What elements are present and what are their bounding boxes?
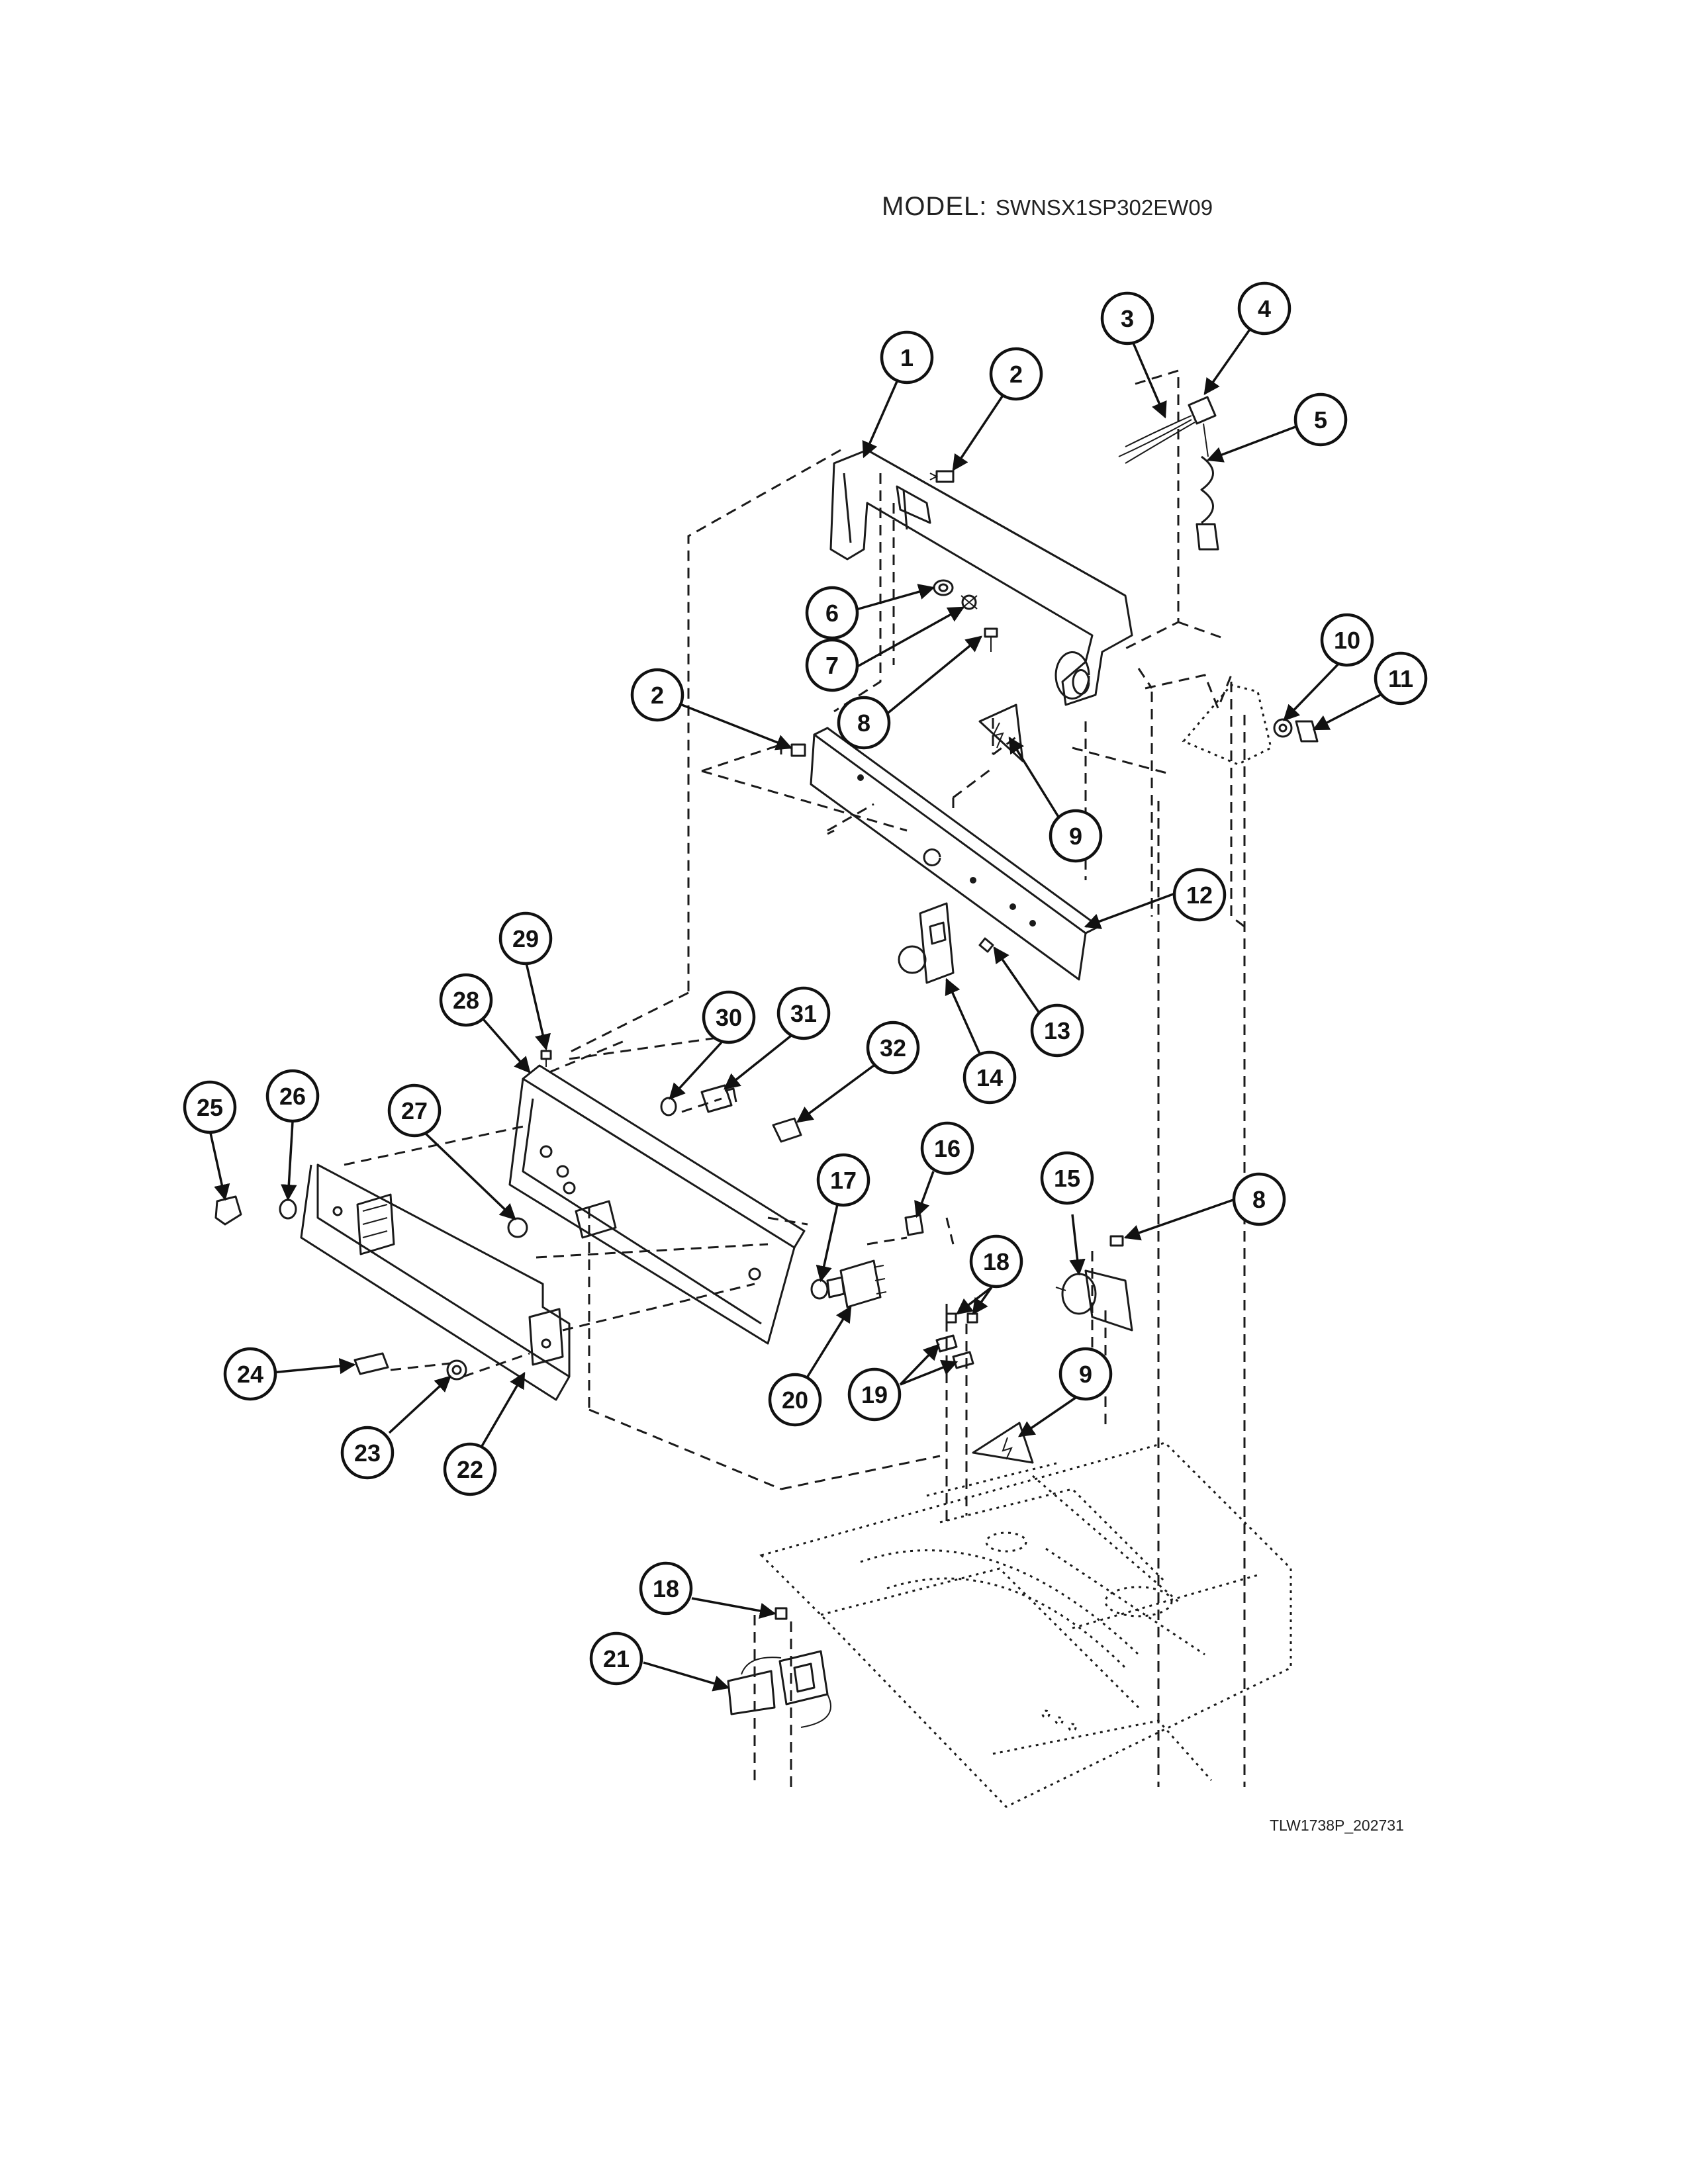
callout-30: 30 [702,990,756,1044]
callout-1: 1 [880,330,934,385]
callout-15-number: 15 [1054,1165,1080,1192]
leader-lines [209,326,1387,1692]
callout-23: 23 [340,1426,395,1480]
callout-22-number: 22 [457,1456,483,1483]
callout-6: 6 [805,586,859,640]
callout-24: 24 [223,1347,277,1401]
callout-14-number: 14 [976,1064,1003,1091]
wire-harness-and-cord [1118,396,1219,551]
rotary-switch [826,1259,887,1308]
callout-2-lower-number: 2 [651,682,664,709]
callout-9-lower-number: 9 [1079,1361,1092,1388]
callout-18-lower-number: 18 [653,1575,679,1602]
callout-28: 28 [439,973,493,1027]
callout-4-number: 4 [1258,295,1271,322]
callout-32: 32 [866,1021,920,1075]
water-valve [727,1650,831,1728]
callout-12-number: 12 [1186,882,1213,909]
callout-31: 31 [776,986,831,1040]
model-number: SWNSX1SP302EW09 [995,195,1213,220]
callout-32-number: 32 [880,1034,906,1062]
callout-25: 25 [183,1080,237,1134]
callout-22: 22 [443,1442,497,1496]
callout-21-number: 21 [603,1645,630,1672]
assembly-guide-lines [344,369,1246,1787]
callout-7-number: 7 [825,652,839,679]
pressure-switch [1055,1269,1133,1332]
callout-2-lower: 2 [630,668,684,722]
callout-17-number: 17 [830,1167,857,1194]
model-label: MODEL: [882,192,988,221]
callout-9-lower: 9 [1058,1347,1113,1401]
callout-3-number: 3 [1121,305,1134,332]
callout-31-number: 31 [790,1000,817,1027]
callout-16-number: 16 [934,1135,961,1162]
callout-11: 11 [1374,651,1428,705]
callout-2-top: 2 [989,347,1043,401]
callout-7: 7 [805,638,859,692]
callout-23-number: 23 [354,1439,381,1467]
callout-1-number: 1 [900,344,914,371]
drawing-code: TLW1738P_202731 [1270,1817,1404,1834]
callout-11-number: 11 [1388,665,1413,692]
callout-26: 26 [265,1069,320,1123]
callout-8-lower-number: 8 [1252,1186,1266,1213]
callout-12: 12 [1172,868,1227,922]
callout-30-number: 30 [716,1004,742,1031]
callout-29-number: 29 [512,925,539,952]
callout-8-top-number: 8 [857,709,870,737]
console-frame [829,449,1133,706]
callout-14: 14 [962,1050,1017,1105]
warning-labels [972,704,1034,1464]
callout-10: 10 [1320,613,1374,667]
callout-18-upper: 18 [969,1234,1023,1289]
callout-2-top-number: 2 [1009,361,1023,388]
callout-10-number: 10 [1334,627,1360,654]
control-overlay-panel [300,1163,571,1401]
callout-18-upper-number: 18 [983,1248,1009,1275]
callout-9-top-number: 9 [1069,823,1082,850]
timer [898,902,955,984]
callout-20: 20 [768,1373,822,1427]
callout-3: 3 [1100,291,1154,345]
callout-21: 21 [589,1631,643,1686]
callout-5: 5 [1293,392,1348,447]
callout-28-number: 28 [453,987,479,1014]
callout-20-number: 20 [782,1387,808,1414]
callout-29: 29 [498,911,553,966]
callout-17: 17 [816,1153,870,1207]
motor-bracket-outline [1182,684,1272,766]
callout-8-lower: 8 [1232,1172,1286,1226]
callout-19-number: 19 [861,1381,888,1408]
callout-18-lower: 18 [639,1561,693,1615]
callout-8-top: 8 [837,696,891,750]
callout-6-number: 6 [825,600,839,627]
callout-13: 13 [1030,1003,1084,1058]
control-panel-plate [810,727,1100,981]
cabinet-top-outline [759,1441,1292,1808]
callout-4: 4 [1237,281,1291,336]
callout-19: 19 [847,1367,902,1422]
model-header: MODEL: SWNSX1SP302EW09 [882,192,1213,222]
console-front-panel [508,1064,806,1345]
callout-27: 27 [387,1083,442,1138]
callout-26-number: 26 [279,1083,306,1110]
callout-13-number: 13 [1044,1017,1070,1044]
callout-24-number: 24 [237,1361,263,1388]
callout-5-number: 5 [1314,406,1327,433]
callout-27-number: 27 [401,1097,428,1124]
callout-15: 15 [1040,1151,1094,1205]
callout-16: 16 [920,1121,974,1175]
callout-9-top: 9 [1049,809,1103,863]
callout-25-number: 25 [197,1094,223,1121]
